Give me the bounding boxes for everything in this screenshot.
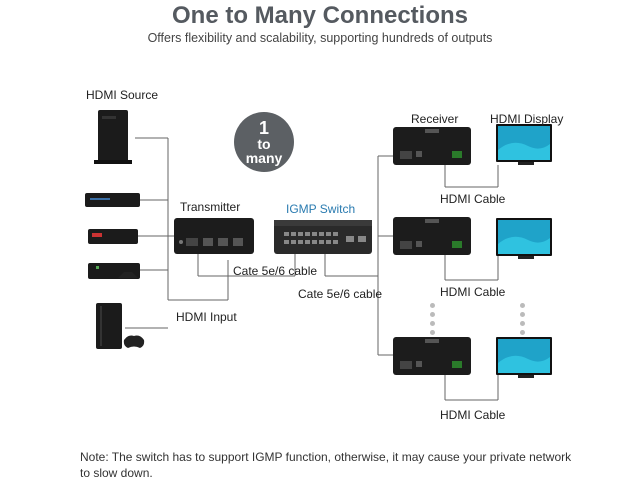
- label-transmitter: Transmitter: [180, 200, 241, 214]
- receiver-device-3: [393, 337, 471, 375]
- badge-line-1: to: [257, 136, 271, 152]
- label-cate-cable-2: Cate 5e/6 cable: [298, 287, 383, 301]
- continuation-dots-display: [520, 303, 526, 339]
- receiver-device-1: [393, 127, 471, 165]
- label-receiver: Receiver: [411, 112, 459, 126]
- label-hdmi-cable-1: HDMI Cable: [440, 192, 506, 206]
- footnote: Note: The switch has to support IGMP fun…: [80, 450, 572, 480]
- source-bluray-player: [85, 193, 140, 207]
- label-hdmi-input: HDMI Input: [176, 310, 237, 324]
- igmp-switch-device: [274, 220, 372, 254]
- badge-number: 1: [258, 118, 269, 138]
- label-hdmi-source: HDMI Source: [86, 88, 159, 102]
- source-settop-box: [88, 229, 138, 244]
- page-title: One to Many Connections: [171, 2, 468, 29]
- label-cate-cable-1: Cate 5e/6 cable: [233, 264, 318, 278]
- page-subtitle: Offers flexibility and scalability, supp…: [147, 31, 493, 45]
- continuation-dots-receiver: [430, 303, 436, 339]
- source-xbox: [88, 263, 140, 279]
- hdmi-display-1: [496, 124, 552, 165]
- label-hdmi-cable-2: HDMI Cable: [440, 285, 506, 299]
- receiver-device-2: [393, 217, 471, 255]
- connection-lines: [125, 137, 499, 401]
- one-to-many-badge: 1 to many: [234, 112, 294, 172]
- hdmi-display-2: [496, 218, 552, 259]
- transmitter-device: [174, 218, 254, 254]
- source-playstation: [96, 303, 145, 349]
- label-igmp-switch: IGMP Switch: [286, 202, 356, 216]
- badge-line-2: many: [245, 150, 283, 166]
- label-hdmi-display: HDMI Display: [490, 112, 564, 126]
- source-desktop-pc: [94, 110, 132, 164]
- hdmi-display-3: [496, 337, 552, 378]
- label-hdmi-cable-3: HDMI Cable: [440, 408, 506, 422]
